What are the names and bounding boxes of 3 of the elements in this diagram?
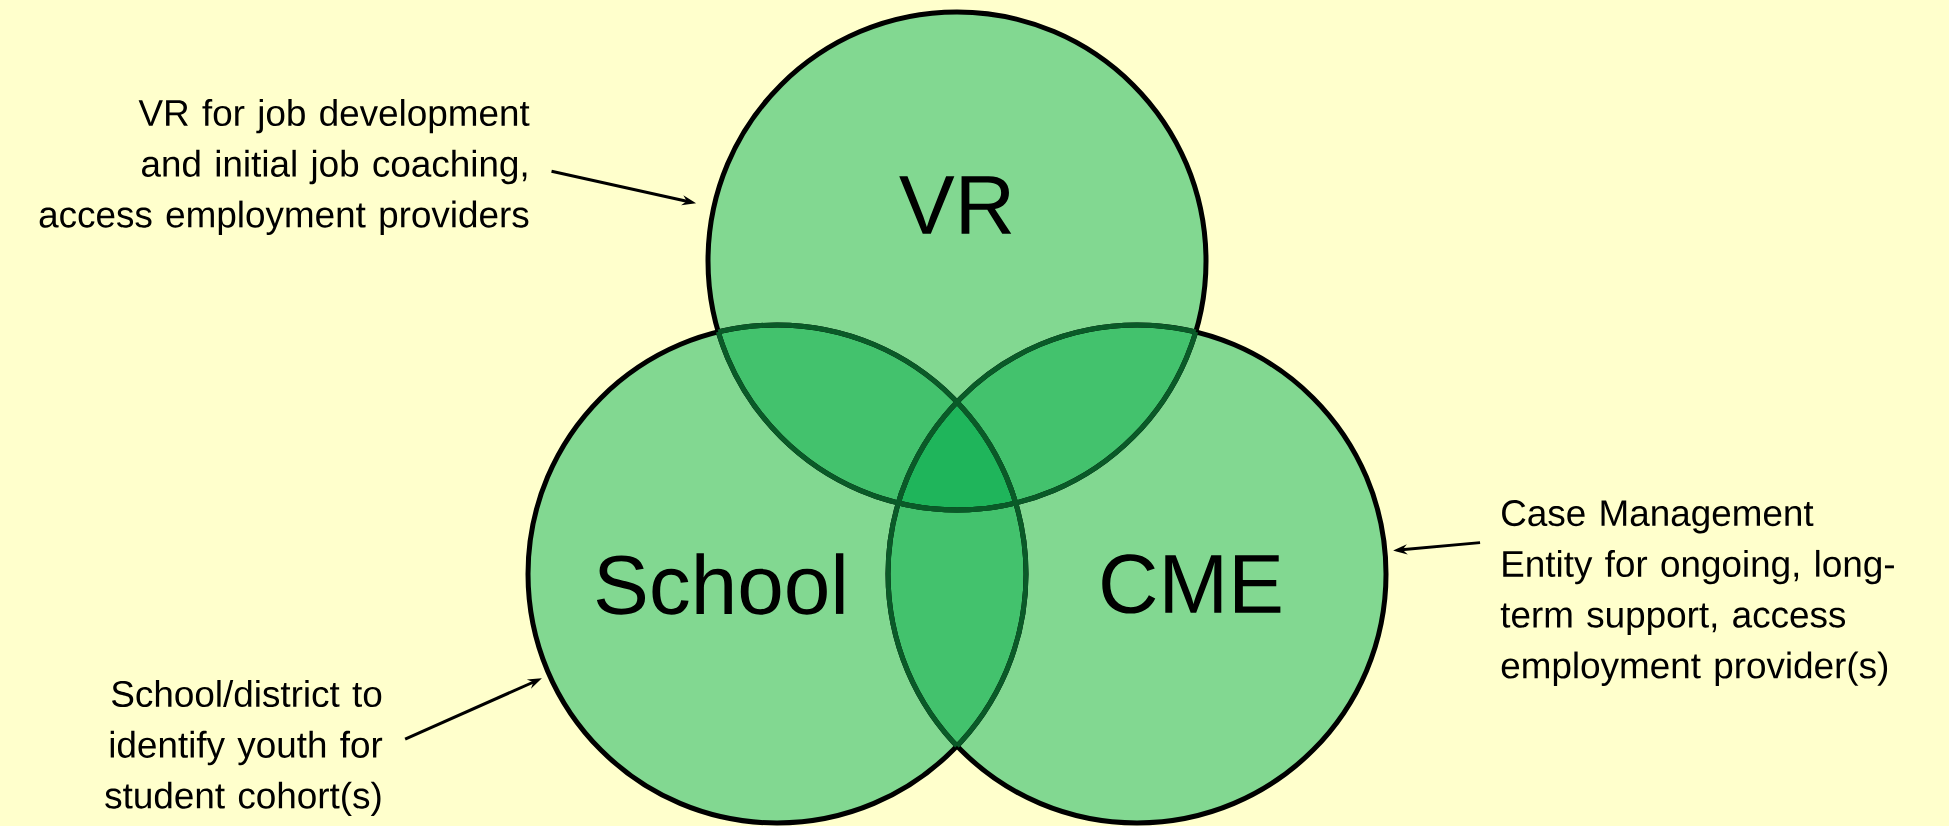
description-text: School/district to identify youth for student cohort(s) <box>105 680 383 816</box>
description-text: Case Management Entity for ongoing, long-term support, access employment provider(s) <box>1500 500 1894 686</box>
description-text: VR for job development and initial job coaching, access employment providers <box>39 99 530 235</box>
